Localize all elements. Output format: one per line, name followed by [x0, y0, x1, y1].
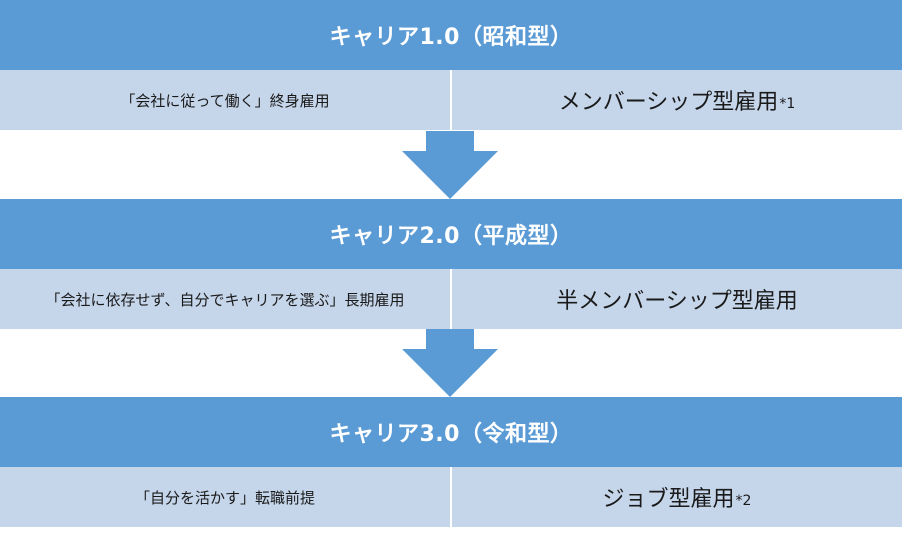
era-3-description: 「自分を活かす」転職前提	[0, 467, 450, 527]
down-arrow-icon	[402, 131, 498, 199]
era-3-employment-type: ジョブ型雇用*2	[452, 467, 902, 527]
era-3-row: 「自分を活かす」転職前提 ジョブ型雇用*2	[0, 467, 902, 527]
era-1-employment-type: メンバーシップ型雇用*1	[452, 70, 902, 130]
down-arrow-icon	[402, 329, 498, 397]
era-1-employment-text: メンバーシップ型雇用	[558, 90, 779, 115]
era-3-employment-text: ジョブ型雇用	[602, 487, 735, 512]
era-2-title: キャリア2.0（平成型）	[329, 224, 573, 249]
era-2-header: キャリア2.0（平成型）	[0, 199, 902, 269]
era-2-employment-text: 半メンバーシップ型雇用	[556, 289, 798, 314]
era-2-row: 「会社に依存せず、自分でキャリアを選ぶ」長期雇用 半メンバーシップ型雇用	[0, 269, 902, 329]
era-3-header: キャリア3.0（令和型）	[0, 397, 902, 467]
era-1-title: キャリア1.0（昭和型）	[329, 25, 573, 50]
era-2-description: 「会社に依存せず、自分でキャリアを選ぶ」長期雇用	[0, 269, 450, 329]
era-2-employment-type: 半メンバーシップ型雇用	[452, 269, 902, 329]
era-1-description: 「会社に従って働く」終身雇用	[0, 70, 450, 130]
era-3-title: キャリア3.0（令和型）	[329, 422, 573, 447]
era-2-description-text: 「会社に依存せず、自分でキャリアを選ぶ」長期雇用	[45, 290, 405, 309]
era-1-note: *1	[779, 96, 796, 112]
era-1-header: キャリア1.0（昭和型）	[0, 0, 902, 70]
era-3-description-text: 「自分を活かす」転職前提	[134, 488, 315, 507]
era-1-row: 「会社に従って働く」終身雇用 メンバーシップ型雇用*1	[0, 70, 902, 130]
era-1-description-text: 「会社に従って働く」終身雇用	[120, 91, 330, 110]
era-3-note: *2	[735, 493, 752, 509]
